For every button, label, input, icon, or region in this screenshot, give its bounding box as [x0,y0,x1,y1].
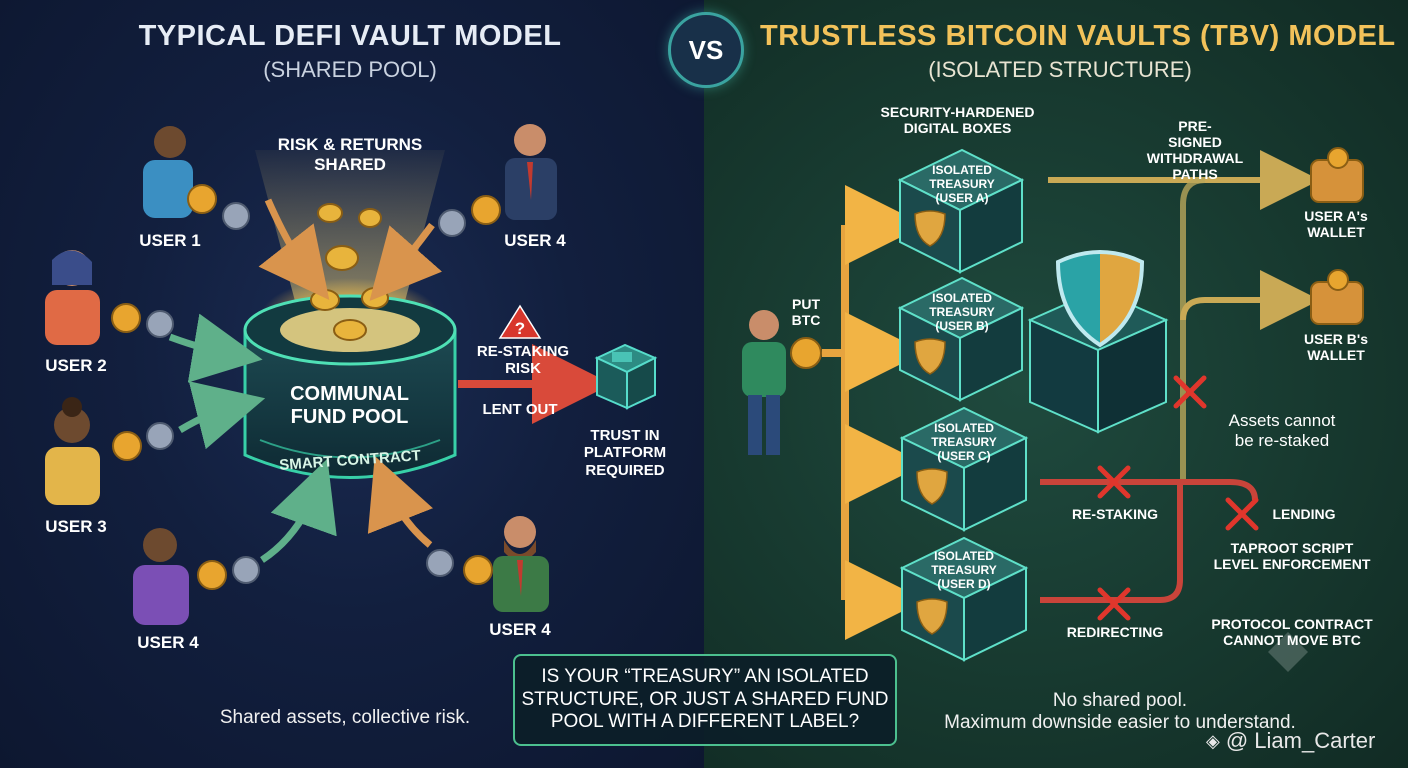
user-1-label: USER 1 [139,231,201,250]
pool-label: COMMUNAL FUND POOL [290,383,409,428]
restaking-label: RE-STAKING [1071,506,1159,522]
presigned-paths-label: PRE- SIGNED WITHDRAWAL PATHS [1146,118,1244,183]
blocked-x-marks [1097,375,1259,621]
watermark-text: @ Liam_Carter [1225,728,1376,753]
arrow-user2-to-pool [168,313,263,383]
right-title: TRUSTLESS BITCOIN VAULTS (TBV) MODEL [760,20,1396,52]
user-4-bottom-right-label: USER 4 [489,620,551,639]
user-2-label: USER 2 [45,356,107,375]
user-b-wallet-icon [1310,269,1364,325]
platform-cube-icon [594,343,658,410]
question-text: IS YOUR “TREASURY” AN ISOLATED STRUCTURE… [521,665,889,733]
protocol-contract-label: PROTOCOL CONTRACT CANNOT MOVE BTC [1211,616,1373,649]
lending-label: LENDING [1272,506,1336,522]
vs-badge: VS [668,12,744,88]
treasury-b-label: ISOLATED TREASURY (USER B) [929,291,995,333]
user-put-btc-avatar [742,310,822,455]
distribution-bracket [822,221,888,604]
right-subtitle: (ISOLATED STRUCTURE) [928,57,1192,82]
treasury-cube-c [899,406,1029,532]
treasury-c-label: ISOLATED TREASURY (USER C) [931,421,997,463]
watermark: ◈ @ Liam_Carter [1206,728,1375,754]
treasury-a-label: ISOLATED TREASURY (USER A) [929,163,995,205]
arrow-user4c-to-pool [367,455,433,548]
user-4-top-label: USER 4 [504,231,566,250]
risk-returns-label: RISK & RETURNS SHARED [277,135,423,174]
decorative-diamond [1268,632,1308,672]
user-3-avatar [45,397,100,505]
taproot-label: TAPROOT SCRIPT LEVEL ENFORCEMENT [1213,540,1371,573]
user-a-wallet-label: USER A's WALLET [1304,208,1368,241]
user-a-wallet-icon [1310,147,1364,203]
digital-boxes-label: SECURITY-HARDENED DIGITAL BOXES [880,104,1035,137]
arrow-user1-to-pool [258,198,330,301]
treasury-cube-d [899,536,1029,662]
cannot-restake-label: Assets cannot be re-staked [1228,411,1336,450]
trust-platform-label: TRUST IN PLATFORM REQUIRED [583,427,667,479]
user-coins [111,184,501,590]
svg-text:?: ? [515,319,525,338]
user-b-wallet-label: USER B's WALLET [1303,331,1368,364]
shield-icon [1055,250,1145,348]
blocked-restaking-path [1040,479,1258,501]
security-shield-cube [1027,250,1169,434]
treasury-cube-a [897,148,1025,274]
user-4-bottom-right-avatar [493,516,549,612]
right-footer: No shared pool. Maximum downside easier … [944,690,1296,733]
user-4-bottom-left-label: USER 4 [137,633,199,652]
left-subtitle: (SHARED POOL) [263,57,437,82]
left-title: TYPICAL DEFI VAULT MODEL [138,20,562,52]
user-4-bottom-left-avatar [133,528,189,625]
watermark-logo-icon: ◈ [1206,730,1220,751]
path-to-wallet-b [1180,270,1320,330]
arrow-user4b-to-pool [260,458,337,563]
question-box: IS YOUR “TREASURY” AN ISOLATED STRUCTURE… [513,654,897,746]
redirecting-label: REDIRECTING [1066,624,1164,640]
treasury-cube-b [897,276,1025,402]
warning-icon: ? [498,304,542,339]
restaking-risk-label: RE-STAKING RISK [476,343,570,378]
treasury-d-label: ISOLATED TREASURY (USER D) [931,549,997,591]
left-footer: Shared assets, collective risk. [219,707,471,728]
user-1-avatar [143,126,193,218]
blocked-redirect-path [1040,482,1183,603]
user-4-top-avatar [505,124,557,220]
user-2-avatar [45,250,100,345]
arrow-user4-to-pool [369,222,443,302]
put-btc-label: PUT BTC [791,296,821,329]
arrow-user3-to-pool [178,381,266,450]
user-3-label: USER 3 [45,517,107,536]
lent-out-label: LENT OUT [482,401,558,418]
